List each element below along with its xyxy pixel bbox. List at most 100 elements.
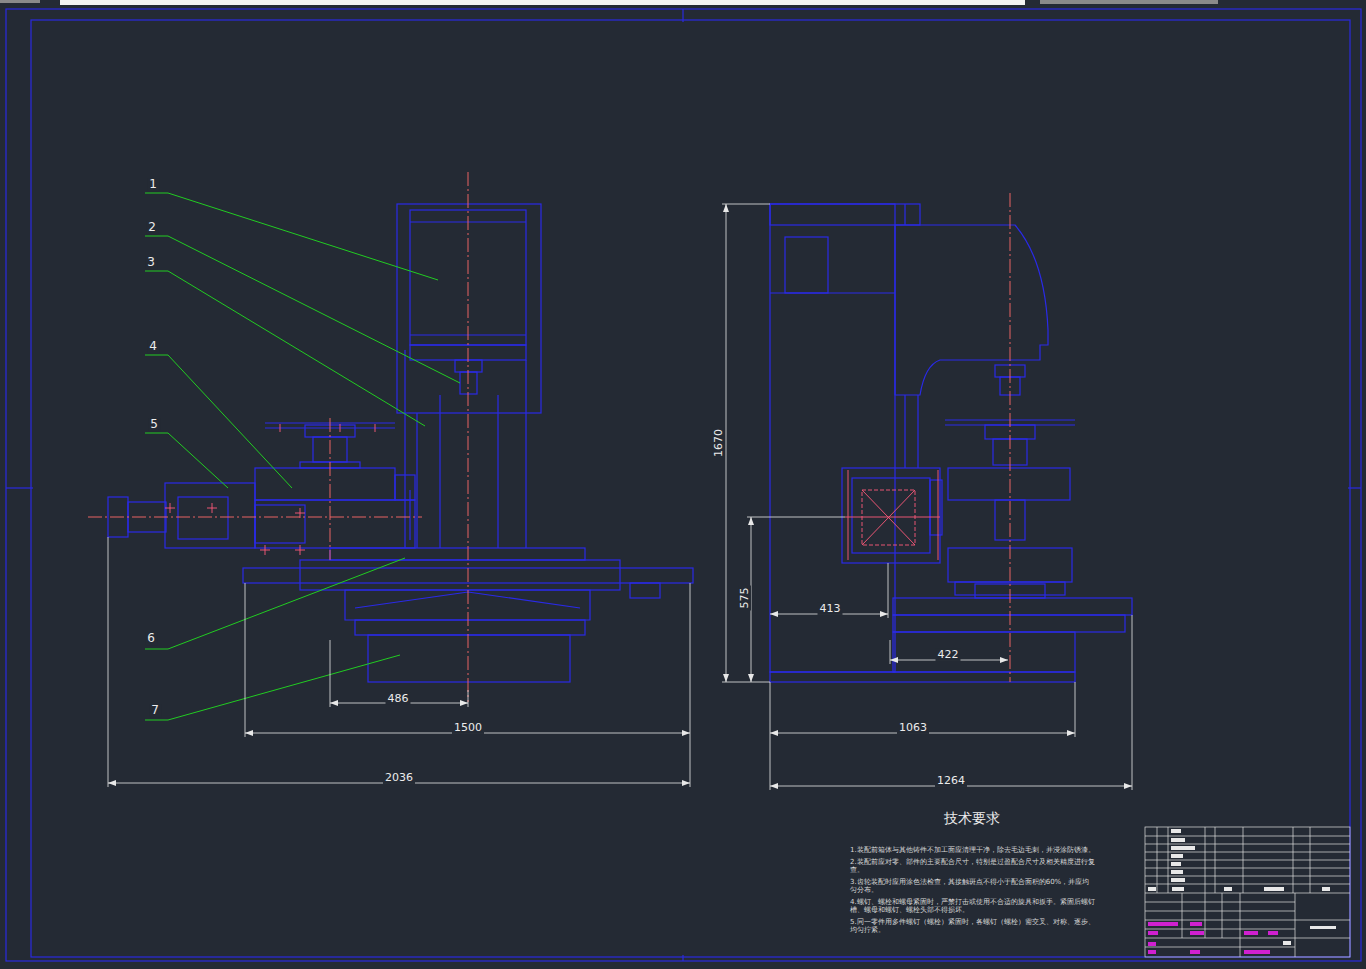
title-block-fills-part [1171,838,1185,842]
dimension-lines-part [690,583,691,787]
toolbar-strip-part [1040,0,1218,4]
title-block-fills-part [1190,950,1200,954]
callout-number: 4 [147,340,159,353]
dimension-lines-part [1132,615,1133,790]
dimension-lines-part [770,682,771,790]
toolbar-strip-part [60,0,1025,5]
title-block-fills-part [1171,854,1183,858]
callout-number: 7 [149,704,161,717]
title-block-fills-part [1190,931,1204,935]
sheet-frame-part [6,9,1361,961]
side-view-part [948,468,1070,500]
leader-lines-part [145,355,292,488]
center-lines-part [1010,193,1011,682]
front-view-part [630,583,660,598]
sheet-frame-part [682,955,683,961]
center-lines-part [468,172,469,702]
side-view [770,204,1132,682]
toolbar-strip [0,0,1218,5]
title-block-fills-part [1244,931,1258,935]
title-block-fills-part [1310,926,1336,929]
leader-lines-part [145,558,405,649]
dimension-lines [108,204,1132,790]
title-block-fills-part [1264,887,1284,891]
title-block-part [1145,827,1350,957]
dimension-lines-part [747,517,845,518]
front-view-part [455,360,482,372]
side-view-part [893,615,1125,632]
center-lines [88,172,1010,702]
dimension-lines-part [722,204,770,205]
side-view-part [895,225,1048,395]
side-view-detail-part [845,470,940,560]
side-view-part [770,204,895,672]
dimension-lines-part [1075,682,1076,737]
dimension-lines-part [330,640,331,707]
dimension-text: 1670 [713,427,725,459]
technical-note: 5.同一零件用多件螺钉（螺栓）紧固时，各螺钉（螺栓）需交叉、对称、逐步、均匀拧紧… [850,918,1095,935]
technical-note: 3.齿轮装配时应用涂色法检查，其接触斑点不得小于配合面积的60%，并应均匀分布。 [850,878,1095,895]
dimension-text: 413 [818,603,843,615]
side-view-part [770,672,1075,682]
sheet-frame-part [1348,487,1361,488]
callout-number: 3 [145,256,157,269]
title-block-part [1157,827,1310,893]
toolbar-strip-part [0,0,40,3]
technical-notes: 1.装配前箱体与其他铸件不加工面应清理干净，除去毛边毛刺，并浸涂防锈漆。 2.装配… [850,846,1095,938]
title-block-fills-part [1171,870,1183,874]
dimension-text: 575 [739,586,751,611]
dimension-lines-part [722,682,770,683]
dimension-text: 422 [936,649,961,661]
front-view-part [397,204,541,413]
title-block-part [1145,893,1350,957]
dimension-text: 2036 [383,772,415,784]
side-view-part [893,632,1075,672]
dimension-lines-part [245,583,246,737]
title-block-fills-part [1148,942,1156,946]
side-view-part [893,598,1132,615]
technical-note: 2.装配前应对零、部件的主要配合尺寸，特别是过盈配合尺寸及相关精度进行复查。 [850,858,1095,875]
side-view-part [770,292,895,293]
callout-number: 5 [148,418,160,431]
front-view-part [368,635,570,682]
front-view-detail-part [165,424,375,555]
side-view-part [930,480,942,535]
side-view-detail-part [862,490,915,545]
title-block-fills-part [1171,829,1181,833]
front-view-part [395,475,415,500]
front-view-part [497,395,498,548]
front-view-part [460,372,477,394]
dimension-lines-part [108,537,109,787]
title-block-fills-part [1148,950,1156,954]
title-block-part [1295,920,1350,921]
front-view-part [409,490,410,540]
callout-number: 6 [145,632,157,645]
front-view [108,204,693,682]
technical-note: 1.装配前箱体与其他铸件不加工面应清理干净，除去毛边毛刺，并浸涂防锈漆。 [850,846,1095,855]
title-block-fills-part [1172,887,1184,891]
front-view-part [404,350,405,548]
front-view-part [439,395,440,548]
title-block-fills-part [1148,922,1178,926]
title-block-fills-part [1268,931,1278,935]
front-view-part [355,592,580,608]
side-view-part [852,478,930,553]
title-block-fills-part [1171,862,1181,866]
sheet-frame-part [682,9,683,22]
title-block-fills-part [1244,950,1270,954]
front-view-part [300,560,620,590]
side-view-part [770,204,920,225]
side-view-part [842,468,940,563]
sheet-frame-part [6,487,33,488]
notes-heading: 技术要求 [942,811,1002,826]
leader-lines-part [145,193,438,280]
front-view-part [255,468,395,500]
front-view-part [355,620,585,635]
side-view-part [917,395,918,468]
front-view-detail [165,424,375,555]
center-lines-part [88,517,422,518]
side-view-part [904,204,905,225]
